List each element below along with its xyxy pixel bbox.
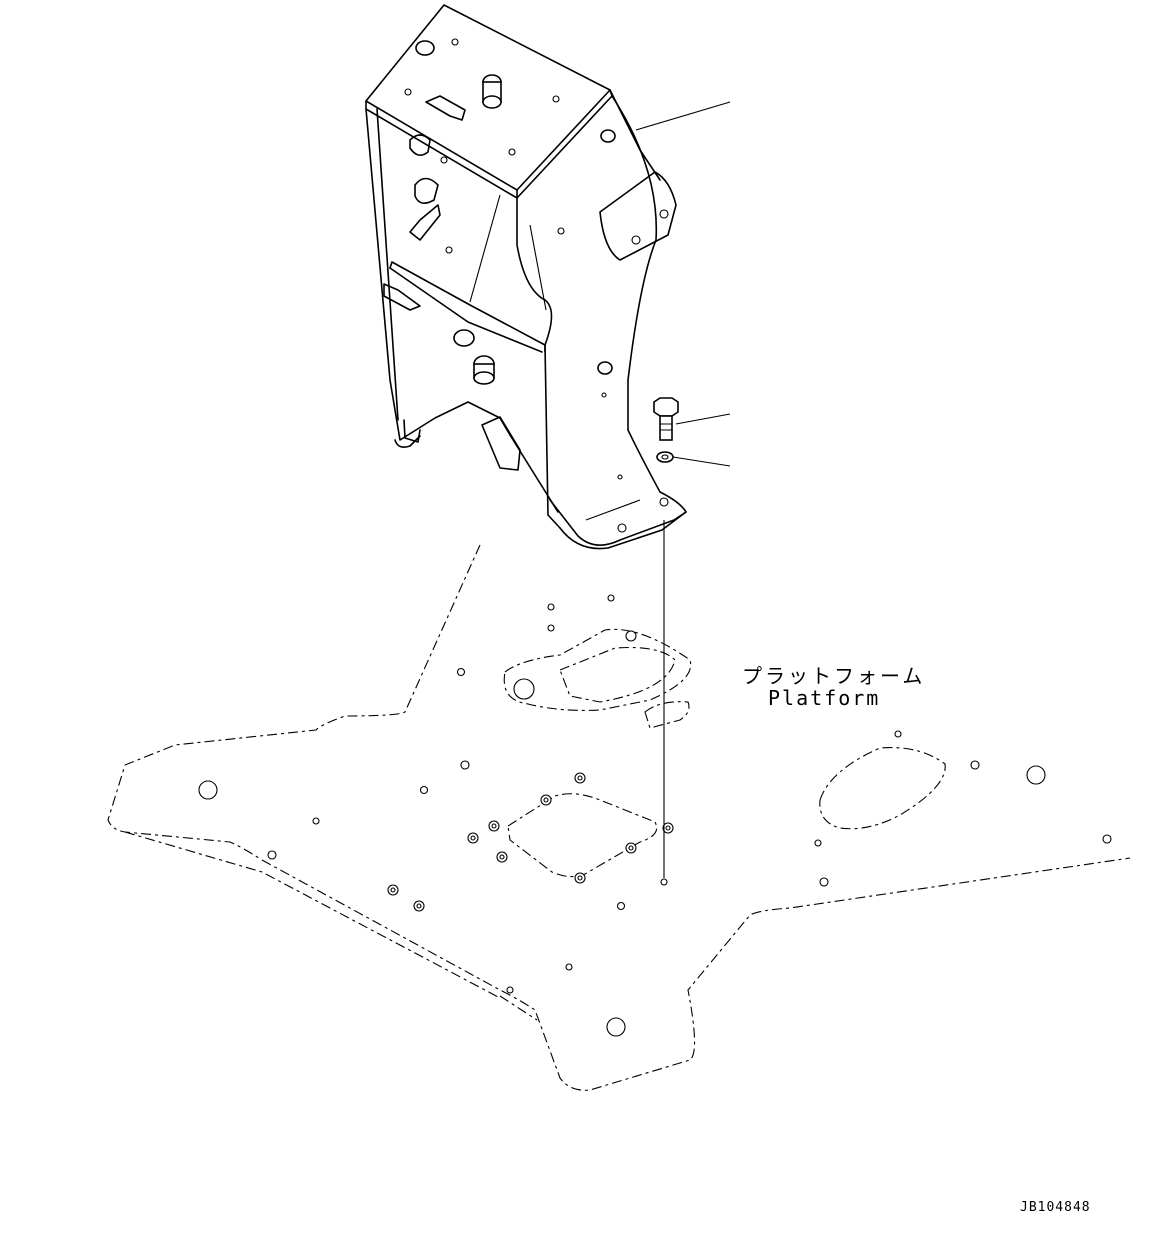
washer — [656, 451, 674, 463]
platform-outline — [107, 544, 1131, 1091]
platform-nuts — [387, 772, 674, 912]
platform-label-jp: プラットフォーム — [742, 664, 926, 688]
platform-label-en: Platform — [768, 686, 881, 710]
drawing-id: JB104848 — [1020, 1200, 1091, 1215]
platform-cutout-center — [507, 793, 658, 878]
bolt — [653, 397, 679, 441]
bracket-stand — [365, 4, 687, 550]
leader-bracket — [635, 101, 731, 131]
platform-cutout-right — [819, 747, 946, 830]
platform-cutout-rear — [503, 628, 692, 711]
leader-bolt — [675, 413, 731, 425]
leader-washer — [672, 456, 731, 467]
platform-plate — [107, 544, 1131, 1091]
